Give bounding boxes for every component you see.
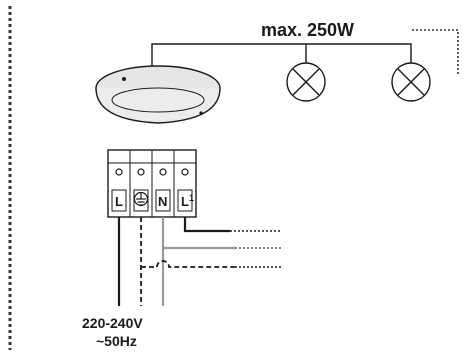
terminal-label-l1-superscript: 1: [189, 193, 194, 203]
terminal-label-l1: L1: [181, 193, 194, 209]
max-power-label: max. 250W: [261, 20, 354, 40]
sensor-device-icon: [95, 65, 221, 124]
terminal-label-l: L: [115, 194, 123, 209]
terminal-label-n: N: [158, 194, 167, 209]
terminal-block: [107, 149, 197, 218]
lamp-icon-2: [391, 62, 431, 102]
supply-voltage-label: 220-240V: [82, 315, 143, 331]
lamp-icon-1: [286, 62, 326, 102]
output-wiring: [141, 217, 282, 268]
lamp-continuation-dotted: [412, 29, 459, 75]
lamp-wiring: [151, 43, 412, 66]
ground-icon: [133, 191, 149, 207]
supply-wiring: [117, 217, 165, 306]
supply-frequency-label: ~50Hz: [96, 333, 137, 349]
